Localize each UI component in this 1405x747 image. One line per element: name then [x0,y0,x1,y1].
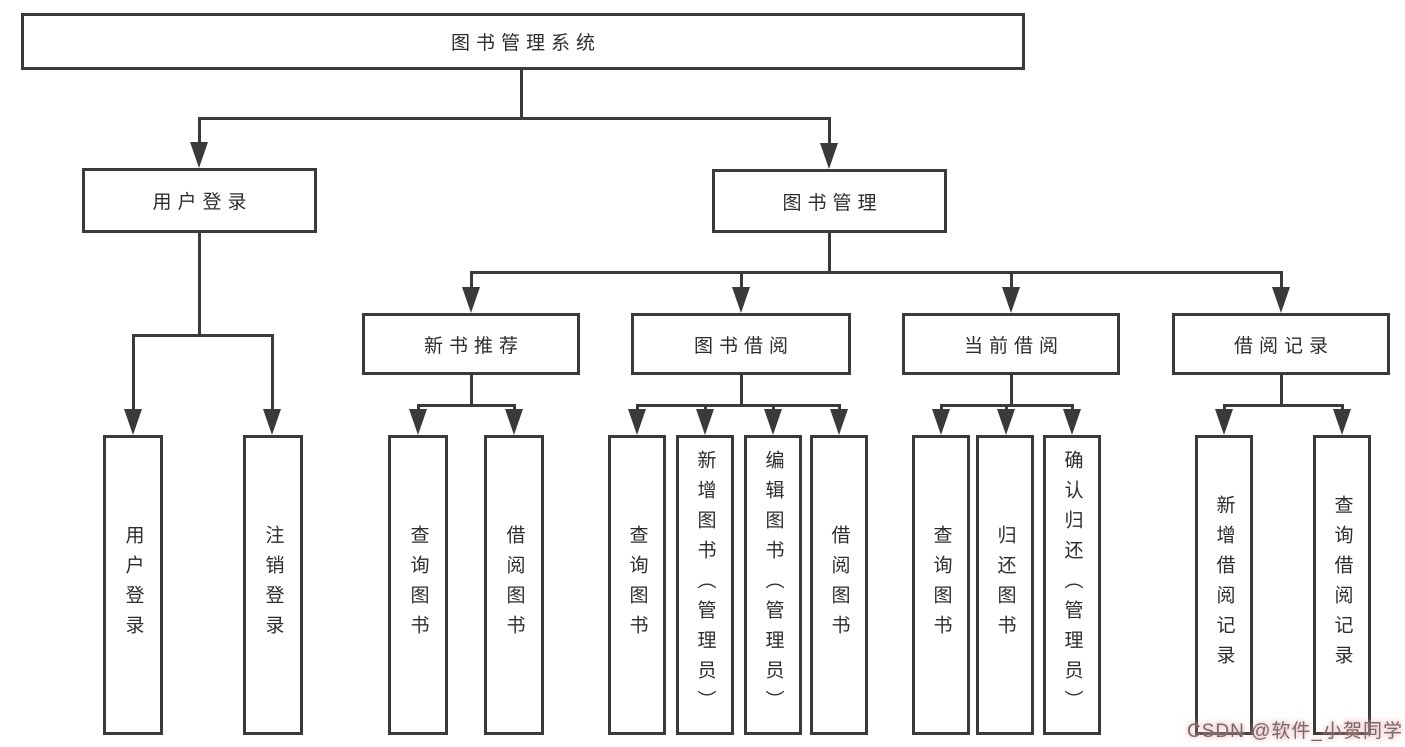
arrow-down-icon [696,409,714,435]
connector-trunk [1010,375,1013,406]
connector-trunk [470,375,473,406]
node-leaf-borrow-books: 借阅图书 [810,435,868,735]
connector-level1-bar [198,117,831,120]
arrow-down-icon [263,409,281,435]
connector-book-mgmt-trunk [828,233,831,273]
node-leaf-borrow-books-recommend: 借阅图书 [484,435,544,735]
node-leaf-query-borrow-record: 查询借阅记录 [1313,435,1371,735]
node-leaf-edit-book-admin: 编辑图书（管理员） [744,435,802,735]
connector-root-trunk [520,70,523,118]
node-library-management-system: 图书管理系统 [21,13,1025,70]
connector-stub [132,334,135,411]
connector-stub [1280,271,1283,289]
arrow-down-icon [505,409,523,435]
node-user-login: 用户登录 [82,168,317,233]
connector-user-login-bar [132,334,274,337]
node-leaf-user-login: 用户登录 [103,435,163,735]
node-leaf-query-books-borrowing: 查询图书 [608,435,666,735]
node-book-management: 图书管理 [712,169,947,233]
node-leaf-confirm-return-admin: 确认归还（管理员） [1043,435,1101,735]
connector-stub [271,334,274,411]
arrow-down-icon [1333,409,1351,435]
connector-trunk [740,375,743,406]
node-current-borrowing: 当前借阅 [902,313,1120,375]
connector-stub [470,271,473,289]
node-leaf-query-books-current: 查询图书 [912,435,970,735]
arrow-down-icon [462,287,480,313]
connector-bar [1223,404,1344,407]
arrow-down-icon [409,409,427,435]
node-leaf-return-books: 归还图书 [976,435,1034,735]
arrow-down-icon [764,409,782,435]
connector-trunk [1280,375,1283,406]
csdn-watermark: CSDN @软件_小贺同学 [1187,721,1403,742]
node-leaf-logout: 注销登录 [243,435,303,735]
node-borrowing-records: 借阅记录 [1172,313,1390,375]
node-new-book-recommend: 新书推荐 [362,313,580,375]
connector-stub [828,117,831,144]
connector-stub [1010,271,1013,289]
arrow-down-icon [190,142,208,168]
arrow-down-icon [732,287,750,313]
arrow-down-icon [1272,287,1290,313]
node-leaf-query-books-recommend: 查询图书 [388,435,448,735]
connector-stub [198,117,201,144]
connector-level2-bar [470,271,1282,274]
arrow-down-icon [628,409,646,435]
arrow-down-icon [1215,409,1233,435]
connector-stub [740,271,743,289]
arrow-down-icon [830,409,848,435]
connector-bar [417,404,515,407]
arrow-down-icon [1002,287,1020,313]
arrow-down-icon [932,409,950,435]
node-leaf-add-book-admin: 新增图书（管理员） [676,435,734,735]
connector-user-login-trunk [198,233,201,335]
connector-bar [636,404,841,407]
arrow-down-icon [997,409,1015,435]
node-book-borrowing: 图书借阅 [631,313,851,375]
arrow-down-icon [1063,409,1081,435]
node-leaf-add-borrow-record: 新增借阅记录 [1195,435,1253,735]
arrow-down-icon [820,143,838,169]
arrow-down-icon [124,409,142,435]
